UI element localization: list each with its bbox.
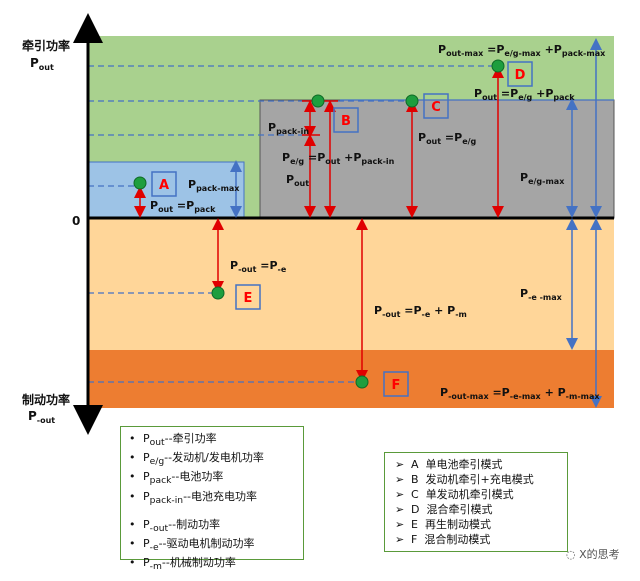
mode-e-formula: P-out =P-e: [230, 259, 287, 275]
mode-label-f: F: [392, 378, 401, 393]
max-brake-formula: P-out-max =P-e-max + P-m-max: [440, 386, 600, 402]
pack-in-label: Ppack-in: [268, 121, 309, 136]
mode-f-formula: P-out =P-e + P-m: [374, 304, 467, 320]
point-d: [491, 59, 505, 73]
legend-item: •P-e--驱动电机制动功率: [129, 536, 255, 554]
mode-legend-item: ➢B 发动机牵引+充电模式: [395, 473, 534, 486]
legend-gap: [129, 508, 303, 517]
operating-points: [133, 59, 505, 389]
zero-label: 0: [72, 214, 80, 228]
mode-b-formula: Pe/g =Pout +Ppack-in: [282, 151, 395, 167]
point-f: [355, 375, 369, 389]
mode-label-e: E: [244, 291, 253, 306]
point-a: [133, 176, 147, 190]
mode-legend: ➢A 单电池牵引模式 ➢B 发动机牵引+充电模式 ➢C 单发动机牵引模式 ➢D …: [384, 452, 568, 552]
regen-max-label: P-e -max: [520, 287, 563, 302]
legend-item: •Pe/g--发动机/发电机功率: [129, 451, 264, 468]
mode-legend-item: ➢C 单发动机牵引模式: [395, 488, 514, 501]
mode-b-pout-label: Pout: [286, 173, 309, 188]
engine-max-label: Pe/g-max: [520, 171, 565, 186]
brake-zone-dark-orange: [88, 350, 614, 408]
mode-legend-item: ➢D 混合牵引模式: [395, 503, 493, 516]
watermark: ◌ X的思考: [566, 548, 620, 561]
point-b: [311, 94, 325, 108]
point-c: [405, 94, 419, 108]
legend-item: •P-out--制动功率: [129, 517, 221, 534]
point-e: [211, 286, 225, 300]
mode-boxes: [151, 61, 533, 397]
mode-legend-item: ➢F 混合制动模式: [395, 533, 491, 546]
mode-label-d: D: [515, 68, 526, 83]
regen-zone-light-orange: [88, 219, 614, 350]
traction-power-title: 牵引功率: [22, 38, 70, 53]
traction-power-symbol: Pout: [30, 56, 54, 72]
max-traction-formula: Pout-max =Pe/g-max +Ppack-max: [438, 43, 606, 59]
legend-item: •Pout--牵引功率: [129, 432, 217, 449]
wechat-icon: ◌: [566, 548, 576, 561]
legend-item: •Ppack-in--电池充电功率: [129, 489, 258, 506]
reference-lines: [88, 65, 614, 383]
braking-power-symbol: P-out: [28, 409, 55, 425]
pack-max-label: Ppack-max: [188, 178, 240, 193]
mode-legend-item: ➢A 单电池牵引模式: [395, 458, 503, 471]
mode-a-formula: Pout =Ppack: [150, 199, 216, 215]
braking-power-title: 制动功率: [22, 392, 70, 407]
mode-d-formula: Pout =Pe/g +Ppack: [474, 87, 575, 103]
mode-c-formula: Pout =Pe/g: [418, 131, 477, 147]
mode-legend-item: ➢E 再生制动模式: [395, 518, 491, 531]
power-flow-arrows: [134, 66, 504, 382]
legend-item: •Ppack--电池功率: [129, 470, 224, 487]
engine-zone-gray: [259, 99, 615, 219]
symbol-legend: •Pout--牵引功率 •Pe/g--发动机/发电机功率 •Ppack--电池功…: [120, 426, 304, 572]
mode-label-a: A: [159, 178, 169, 193]
mode-label-c: C: [431, 100, 441, 115]
legend-item: •P-m--机械制动功率: [129, 556, 236, 573]
mode-label-b: B: [341, 114, 351, 129]
